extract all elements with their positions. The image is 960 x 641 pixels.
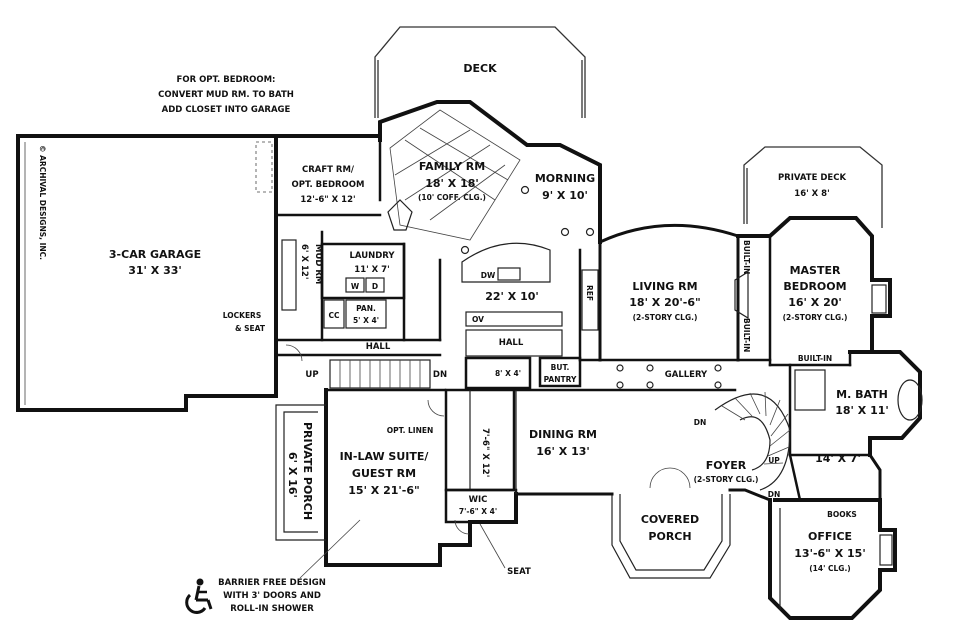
barrier-note-3: ROLL-IN SHOWER bbox=[230, 604, 314, 614]
ref-label: REF bbox=[585, 285, 594, 301]
office-note: (14' CLG.) bbox=[809, 564, 851, 573]
stair-down bbox=[329, 359, 431, 389]
morning-name: MORNING bbox=[535, 172, 595, 185]
gallery-label: GALLERY bbox=[665, 370, 708, 380]
seat-label: SEAT bbox=[507, 567, 531, 577]
interior-walls bbox=[24, 109, 923, 610]
wheelchair-icon bbox=[185, 578, 213, 614]
suite-name: IN-LAW SUITE/ bbox=[340, 450, 430, 463]
hall-label-kitchen: HALL bbox=[499, 338, 524, 348]
pan-name: PAN. bbox=[356, 304, 376, 313]
butler-pantry-2: PANTRY bbox=[544, 375, 577, 384]
mud-dims: 6' X 12' bbox=[299, 244, 309, 279]
dining-name: DINING RM bbox=[529, 428, 597, 441]
opt-bedroom-note-1: FOR OPT. BEDROOM: bbox=[177, 75, 276, 85]
opt-bedroom-note-2: CONVERT MUD RM. TO BATH bbox=[158, 90, 294, 100]
office-name: OFFICE bbox=[808, 530, 852, 543]
master-name-2: BEDROOM bbox=[783, 280, 846, 293]
lockers-label-1: LOCKERS bbox=[223, 311, 262, 320]
foyer-stair-dn: DN bbox=[694, 418, 707, 427]
family-dims: 18' X 18' bbox=[425, 177, 479, 190]
coffered-ceiling bbox=[389, 109, 521, 241]
mbath-name: M. BATH bbox=[836, 388, 888, 401]
morning-dims: 9' X 10' bbox=[542, 189, 588, 202]
foyer-stair-dn-2: DN bbox=[768, 490, 781, 499]
private-deck bbox=[743, 146, 883, 228]
built-in-lower: BUILT-IN bbox=[742, 318, 751, 352]
master-note: (2-STORY CLG.) bbox=[783, 313, 848, 322]
stair-dn-label: DN bbox=[433, 370, 447, 380]
dw-label: DW bbox=[481, 271, 496, 280]
mud-name: MUD RM bbox=[313, 244, 323, 284]
built-in-upper: BUILT-IN bbox=[742, 240, 751, 274]
suite-name-2: GUEST RM bbox=[352, 467, 416, 480]
master-name: MASTER bbox=[790, 264, 841, 277]
covered-porch-name-2: PORCH bbox=[648, 530, 691, 543]
pan-dims: 5' X 4' bbox=[353, 316, 379, 325]
small-bath-dims: 8' X 4' bbox=[495, 369, 521, 378]
books-label: BOOKS bbox=[827, 510, 857, 519]
opt-linen-label: OPT. LINEN bbox=[387, 426, 434, 435]
wic-dims: 7'-6" X 4' bbox=[459, 507, 497, 516]
hall-label-mud: HALL bbox=[366, 342, 391, 352]
laundry-dims: 11' X 7' bbox=[354, 265, 389, 275]
cc-label: CC bbox=[328, 311, 340, 320]
exterior-walls bbox=[16, 100, 922, 620]
master-dims: 16' X 20' bbox=[788, 296, 842, 309]
rear-deck bbox=[374, 26, 586, 118]
living-note: (2-STORY CLG.) bbox=[633, 313, 698, 322]
closet-dims: 14' X 7' bbox=[815, 452, 861, 465]
craft-name: CRAFT RM/ bbox=[302, 165, 355, 175]
craft-alt: OPT. BEDROOM bbox=[292, 180, 365, 190]
private-porch-dims: 6' X 16' bbox=[286, 452, 299, 498]
foyer-name: FOYER bbox=[706, 459, 747, 472]
wic-name: WIC bbox=[469, 495, 488, 505]
mbath-dims: 18' X 11' bbox=[835, 404, 889, 417]
craft-dims: 12'-6" X 12' bbox=[300, 195, 355, 205]
private-porch-name: PRIVATE PORCH bbox=[301, 422, 314, 520]
barrier-note-2: WITH 3' DOORS AND bbox=[223, 591, 321, 601]
built-in-bath: BUILT-IN bbox=[798, 354, 832, 363]
family-note: (10' COFF. CLG.) bbox=[418, 193, 486, 202]
covered-porch-name: COVERED bbox=[641, 513, 699, 526]
stair-up-label: UP bbox=[305, 370, 318, 380]
copyright: © ARCHIVAL DESIGNS, INC. bbox=[38, 145, 47, 260]
lockers-label-2: & SEAT bbox=[235, 324, 266, 333]
opt-bedroom-note-3: ADD CLOSET INTO GARAGE bbox=[162, 105, 291, 115]
ov-label: OV bbox=[472, 315, 484, 324]
dryer-label: D bbox=[372, 282, 378, 291]
bath-suite-dims: 7'-6" X 12' bbox=[480, 428, 490, 477]
butler-pantry-1: BUT. bbox=[551, 363, 570, 372]
deck-label: DECK bbox=[463, 62, 497, 75]
suite-dims: 15' X 21'-6" bbox=[348, 484, 419, 497]
living-name: LIVING RM bbox=[632, 280, 697, 293]
foyer-note: (2-STORY CLG.) bbox=[694, 475, 759, 484]
kitchen-dims: 22' X 10' bbox=[485, 290, 539, 303]
living-dims: 18' X 20'-6" bbox=[629, 296, 700, 309]
private-deck-dims: 16' X 8' bbox=[794, 189, 829, 199]
foyer-stair-up: UP bbox=[768, 456, 780, 465]
barrier-note-1: BARRIER FREE DESIGN bbox=[218, 578, 326, 588]
washer-label: W bbox=[351, 282, 360, 291]
garage-dims: 31' X 33' bbox=[128, 264, 182, 277]
room-labels: DECK FOR OPT. BEDROOM: CONVERT MUD RM. T… bbox=[38, 62, 889, 614]
garage-name: 3-CAR GARAGE bbox=[109, 248, 201, 261]
laundry-name: LAUNDRY bbox=[349, 251, 395, 261]
family-name: FAMILY RM bbox=[419, 160, 485, 173]
dining-dims: 16' X 13' bbox=[536, 445, 590, 458]
office-dims: 13'-6" X 15' bbox=[794, 547, 865, 560]
curved-stair bbox=[714, 391, 791, 491]
private-deck-name: PRIVATE DECK bbox=[778, 173, 847, 183]
